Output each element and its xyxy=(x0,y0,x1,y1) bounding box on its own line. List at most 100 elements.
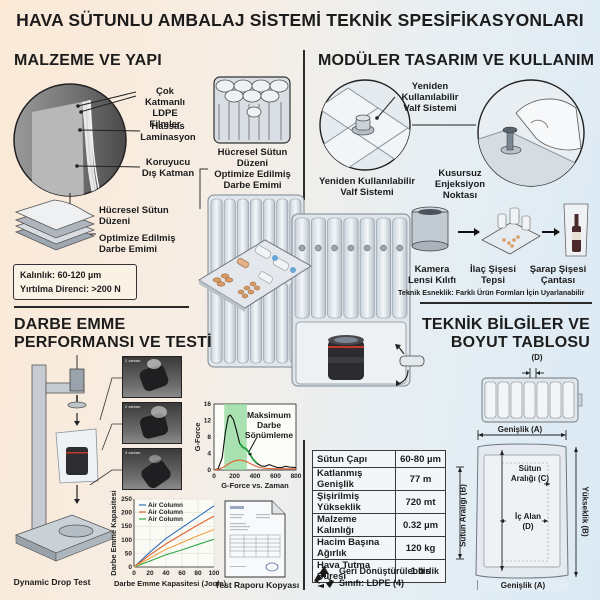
air-column-cell xyxy=(343,217,359,319)
x-tick-label: 0 xyxy=(132,570,136,577)
modular-heading: MODÜLER TASARIM VE KULLANIM xyxy=(318,52,595,69)
air-column-cell xyxy=(523,381,536,419)
cell-caption-line4: Darbe Emimi xyxy=(223,180,282,191)
series-line xyxy=(133,515,215,568)
legend-label: Air Column xyxy=(148,502,183,509)
frame-label: 2 zaman xyxy=(125,358,141,363)
dim-col-spacing-c-2: Aralığı (C) xyxy=(510,474,550,483)
camera-lens-in-bag xyxy=(328,335,364,380)
annotation-arrow xyxy=(248,436,258,453)
frame-stack: 2 zaman 2 zaman 3 zaman xyxy=(122,356,182,491)
spec-tear-resistance: Yırtılma Direnci: >200 N xyxy=(20,284,121,294)
air-column-cell xyxy=(497,381,510,419)
x-tick-label: 100 xyxy=(209,570,220,577)
valve-callout: Yeniden Kullanılabilir Valf Sistemi xyxy=(401,81,459,114)
series-line xyxy=(213,459,296,471)
y-tick-label: 0 xyxy=(207,467,211,474)
spec-label: Katlanmış Genişlik xyxy=(312,467,396,492)
dim-col-spacing-c-1: Sütun xyxy=(518,464,542,473)
air-column-cell xyxy=(376,217,392,319)
page-title: HAVA SÜTUNLU AMBALAJ SİSTEMİ TEKNİK SPES… xyxy=(16,10,584,30)
cell-caption-line1: Hücresel Sütun xyxy=(217,147,288,158)
medicine-tray-icon xyxy=(481,207,541,255)
callout-lamination: Hassas Laminasyon xyxy=(140,121,196,143)
y-tick-label: 0 xyxy=(128,564,132,571)
dim-col-spacing-b: Sütun Aralığı (B) xyxy=(458,484,468,547)
cellular-column-illustration xyxy=(213,76,291,144)
injection-closeup-illustration xyxy=(477,79,585,187)
y-tick-label: 12 xyxy=(204,418,212,425)
bag-dimension-diagram xyxy=(456,430,578,590)
peak-annotation: Maksimum Darbe Sönümleme xyxy=(244,410,294,440)
air-column-cell xyxy=(536,381,549,419)
spec-value: 77 m xyxy=(395,467,446,492)
valve-dot xyxy=(396,244,403,252)
cell-caption-line3: Optimize Edilmiş xyxy=(214,169,291,180)
y-tick-label: 200 xyxy=(121,510,132,517)
drop-test-caption: Dynamic Drop Test xyxy=(13,577,91,587)
air-column-cell xyxy=(484,381,497,419)
legend-label: Air Column xyxy=(148,509,183,516)
air-column-cell xyxy=(549,381,562,419)
spec-value: 720 mt xyxy=(395,490,446,515)
horizontal-divider-left xyxy=(14,306,189,308)
horizontal-divider-right xyxy=(420,302,592,304)
injection-callout: Kusursuz Enjeksiyon Noktası xyxy=(434,168,486,201)
x-tick-label: 600 xyxy=(270,473,281,480)
air-column-cell xyxy=(327,217,343,319)
tech-heading-line1: TEKNİK BİLGİLER VE xyxy=(421,316,590,333)
flex-note: Teknik Esneklik: Farklı Ürün Formları İç… xyxy=(398,288,585,297)
spec-value: 120 kg xyxy=(395,536,446,561)
y-tick-label: 4 xyxy=(207,451,211,458)
valve-dot xyxy=(363,244,371,252)
arrow-right-icon xyxy=(458,228,480,236)
product-label-camera: Kamera Lensi Kılıfı xyxy=(407,264,457,286)
legend-label: Air Column xyxy=(148,516,183,523)
frame-3: 3 zaman xyxy=(122,448,182,491)
x-tick-label: 40 xyxy=(162,570,170,577)
impact-heading-line2: PERFORMANSI VE TESTİ xyxy=(14,334,212,351)
air-column-cell xyxy=(562,381,575,419)
spec-label: Sütun Çapı xyxy=(312,449,396,469)
y-tick-label: 8 xyxy=(207,434,211,441)
y-axis-label: G-Force xyxy=(193,423,202,452)
recycle-line2: Sınıfı: LDPE (4) xyxy=(339,578,404,588)
frame-label: 2 zaman xyxy=(125,404,141,409)
callout-layers: Çok Katmanlı LDPE Filmler xyxy=(144,86,186,130)
spec-value: 60-80 µm xyxy=(395,449,446,469)
callout-outer-layer: Koruyucu Dış Katman xyxy=(141,157,195,179)
damping-highlight xyxy=(238,442,258,465)
series-line xyxy=(133,538,215,568)
film-layers-illustration xyxy=(14,199,96,251)
impact-heading-line1: DARBE EMME xyxy=(14,316,126,333)
medicine-tray-illustration xyxy=(198,239,312,312)
air-column-bag-illustration xyxy=(291,213,411,387)
air-column-cell xyxy=(359,217,375,319)
callout-cellular: Hücresel Sütun Düzeni xyxy=(99,205,169,227)
valve-rotation-illustration xyxy=(395,344,425,386)
recycle-line1: Geri Dönüştürülebilirlik xyxy=(339,566,440,576)
highlight-zone xyxy=(224,404,247,470)
valve-dot xyxy=(347,244,355,252)
product-label-medicine: İlaç Şişesi Tepsi xyxy=(470,264,516,286)
series-line xyxy=(133,505,215,568)
air-column-cell xyxy=(310,217,326,319)
valve-caption: Yeniden Kullanılabilir Valf Sistemi xyxy=(318,176,416,198)
y-tick-label: 250 xyxy=(121,496,132,503)
spec-label: Şişirilmiş Yükseklik xyxy=(312,490,396,515)
x-tick-label: 80 xyxy=(194,570,202,577)
y-tick-label: 150 xyxy=(121,523,132,530)
y-tick-label: 100 xyxy=(121,537,132,544)
x-tick-label: 200 xyxy=(229,473,240,480)
x-tick-label: 400 xyxy=(250,473,261,480)
frame-2: 2 zaman xyxy=(122,402,182,444)
frame-1: 2 zaman xyxy=(122,356,182,398)
valve-dot xyxy=(298,244,306,252)
valve-dot xyxy=(331,244,338,252)
